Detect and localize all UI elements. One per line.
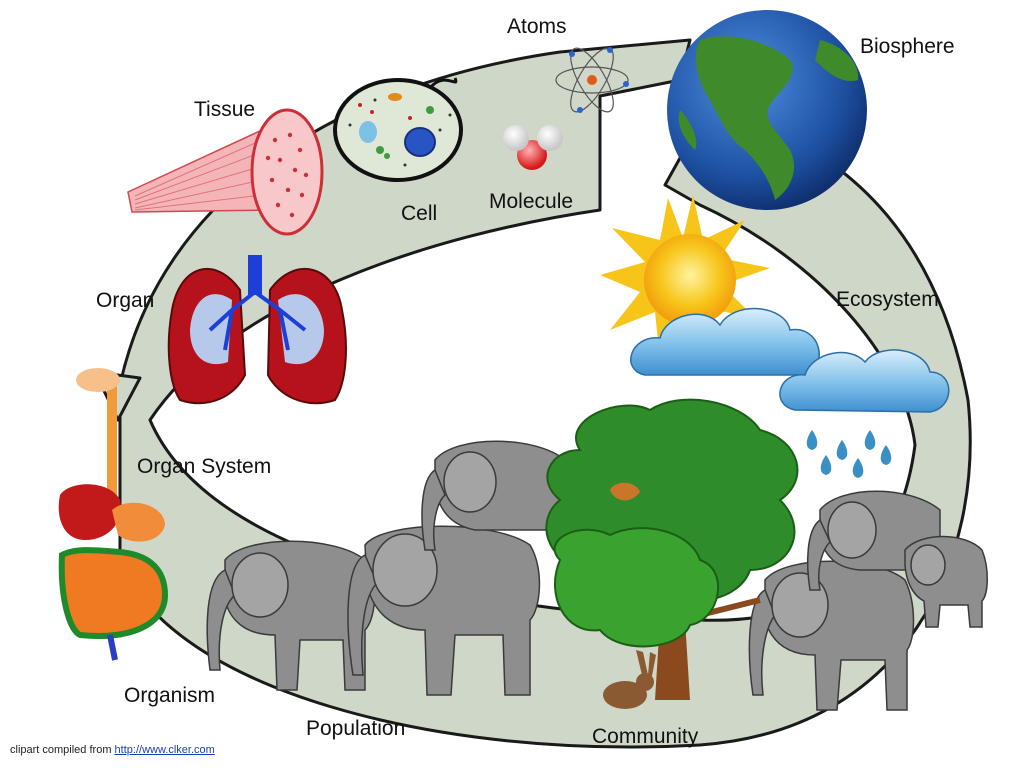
elephant-icon (904, 535, 988, 628)
tissue-icon (127, 108, 324, 236)
label-organ-system: Organ System (137, 455, 272, 478)
label-cell: Cell (401, 202, 438, 225)
organ-system-icon (58, 368, 169, 661)
label-organism: Organism (124, 684, 216, 707)
label-biosphere: Biosphere (860, 35, 955, 58)
cloud-icon (630, 307, 950, 413)
credit-link[interactable]: http://www.clker.com (114, 744, 215, 756)
credit-line: clipart compiled from http://www.clker.c… (10, 744, 215, 756)
earth-icon (667, 10, 867, 210)
credit-prefix: clipart compiled from (10, 744, 112, 756)
sun-icon (600, 195, 770, 360)
elephant-icon (206, 540, 376, 691)
label-atoms: Atoms (507, 15, 567, 38)
elephant-icon (347, 525, 541, 696)
label-community: Community (592, 725, 699, 748)
label-organ: Organ (96, 289, 155, 312)
lungs-icon (167, 255, 347, 405)
label-population: Population (306, 717, 406, 740)
elephant-herd-icon (206, 440, 988, 711)
label-molecule: Molecule (489, 190, 574, 213)
tree-icon (545, 398, 799, 700)
atom-icon (555, 47, 629, 113)
cell-icon (333, 77, 463, 182)
elephant-icon (748, 560, 915, 711)
elephant-icon (421, 440, 566, 551)
rabbit-icon (603, 650, 656, 709)
label-tissue: Tissue (194, 98, 256, 121)
molecule-icon (503, 125, 563, 170)
rain-icon (806, 430, 892, 478)
label-ecosystem: Ecosystem (836, 288, 939, 311)
